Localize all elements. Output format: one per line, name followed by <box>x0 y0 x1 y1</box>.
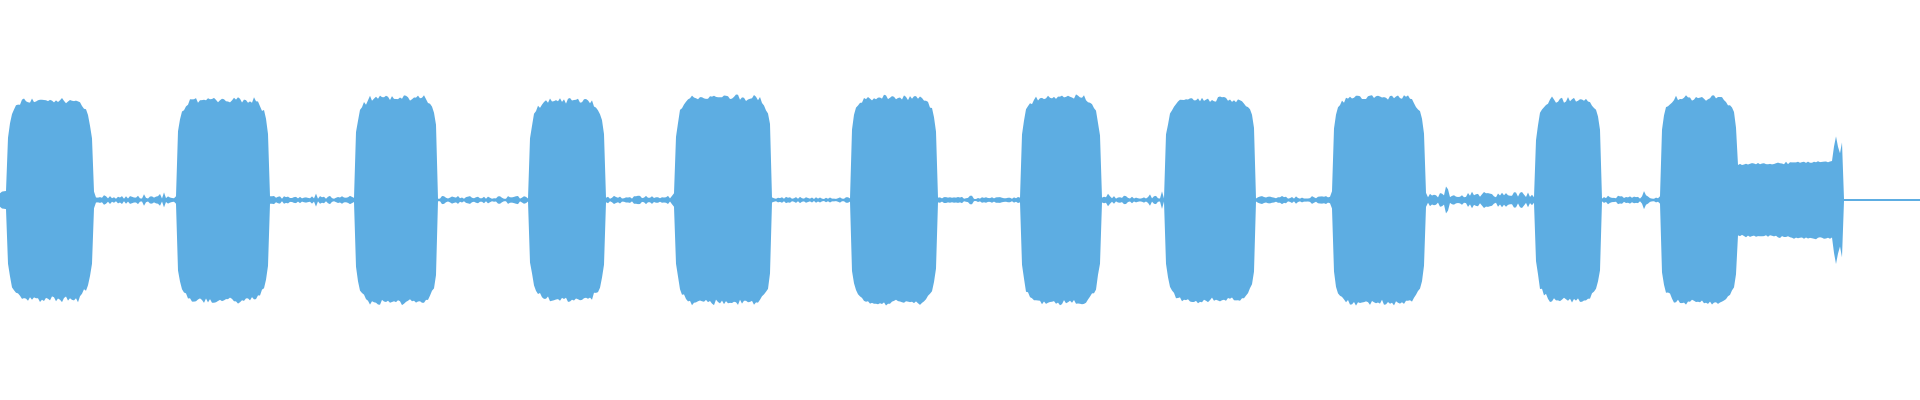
waveform-envelope <box>0 94 1920 306</box>
